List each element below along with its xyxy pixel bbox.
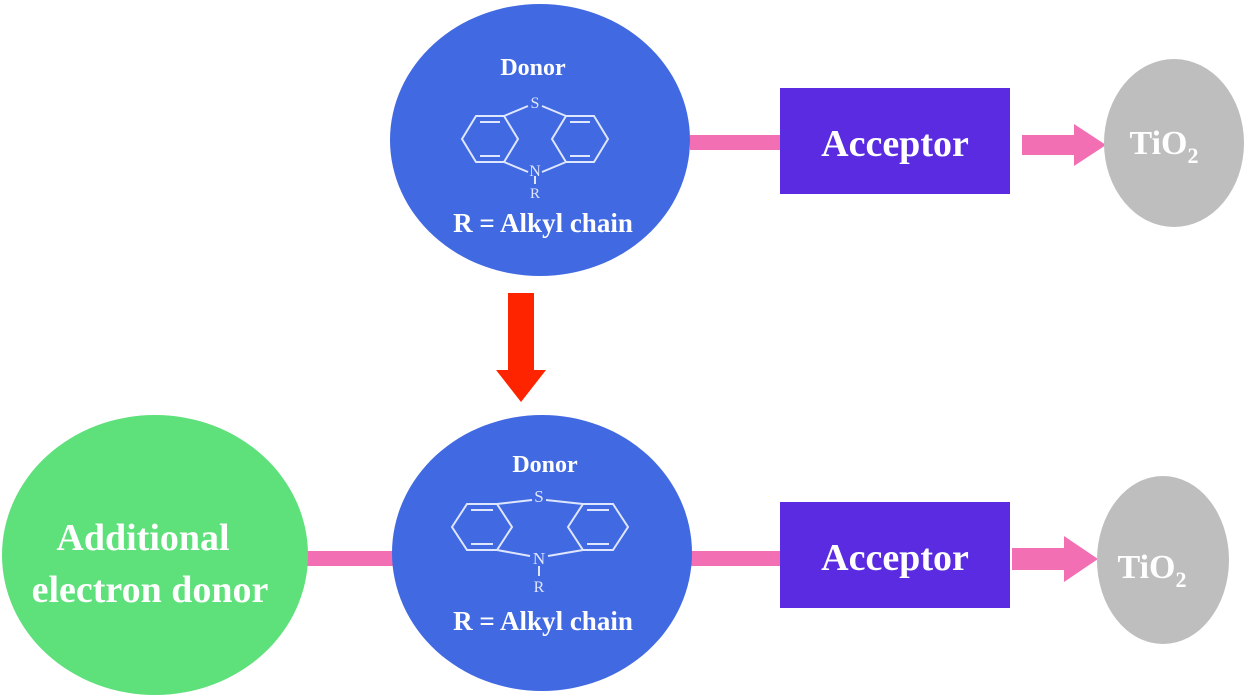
top-acceptor-label: Acceptor <box>821 123 969 165</box>
bottom-tio2-label: TiO2 <box>1118 549 1187 592</box>
bottom-donor-node <box>392 415 692 691</box>
additional-electron-donor-node <box>2 415 308 695</box>
modification-arrow <box>496 293 546 402</box>
top-acceptor-node <box>780 88 1010 194</box>
additional-donor-label-line1: Additional <box>56 517 229 559</box>
bottom-donor-title: Donor <box>512 452 578 478</box>
top-donor-node <box>390 4 690 276</box>
top-sulfur-label: S <box>531 95 540 112</box>
top-donor-title: Donor <box>500 55 566 81</box>
top-substituent-label: R <box>530 186 540 202</box>
bottom-tio2-node <box>1097 476 1229 644</box>
top-tio2-label: TiO2 <box>1130 125 1199 168</box>
top-donor-caption: R = Alkyl chain <box>453 208 633 238</box>
bottom-donor-caption: R = Alkyl chain <box>453 606 633 636</box>
bottom-acceptor-tio2-arrow <box>1012 536 1098 582</box>
bottom-additional-donor-connector <box>300 551 400 566</box>
top-acceptor-tio2-arrow <box>1022 124 1106 166</box>
top-donor-acceptor-connector <box>690 135 782 150</box>
bottom-acceptor-label: Acceptor <box>821 537 969 579</box>
bottom-nitrogen-label: N <box>533 549 545 568</box>
bottom-sulfur-label: S <box>534 487 543 506</box>
top-nitrogen-label: N <box>529 163 541 180</box>
bottom-donor-acceptor-connector <box>690 551 782 566</box>
additional-donor-label-line2: electron donor <box>32 569 269 611</box>
top-phenothiazine-structure <box>460 105 610 184</box>
top-tio2-node <box>1104 59 1244 227</box>
bottom-substituent-label: R <box>534 579 545 596</box>
bottom-acceptor-node <box>780 502 1010 608</box>
bottom-phenothiazine-structure <box>450 499 630 576</box>
